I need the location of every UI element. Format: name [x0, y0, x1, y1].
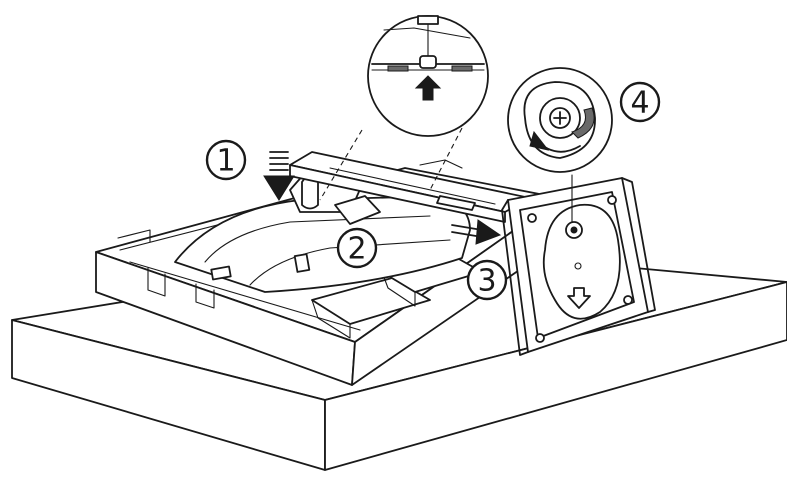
step-2-callout: 2	[336, 227, 378, 269]
step-3-callout: 3	[466, 259, 508, 301]
stand-arm	[289, 151, 531, 223]
slide-out-arrow	[451, 219, 502, 245]
press-down-arrow	[263, 151, 295, 201]
step-4-ring	[619, 81, 661, 123]
step-3-ring	[466, 259, 508, 301]
stand-base-plate	[501, 177, 656, 356]
step-4-callout: 4	[619, 81, 661, 123]
step-2-number: 2	[347, 232, 366, 267]
step-1-callout: 1	[205, 139, 247, 181]
step-1-ring	[205, 139, 247, 181]
monitor-back	[174, 195, 471, 293]
detail-magnifier	[319, 15, 489, 201]
step-2-ring	[336, 227, 378, 269]
step-3-number: 3	[477, 264, 496, 299]
screw-detail	[507, 67, 613, 223]
step-1-number: 1	[216, 144, 235, 179]
step-4-number: 4	[630, 86, 649, 121]
